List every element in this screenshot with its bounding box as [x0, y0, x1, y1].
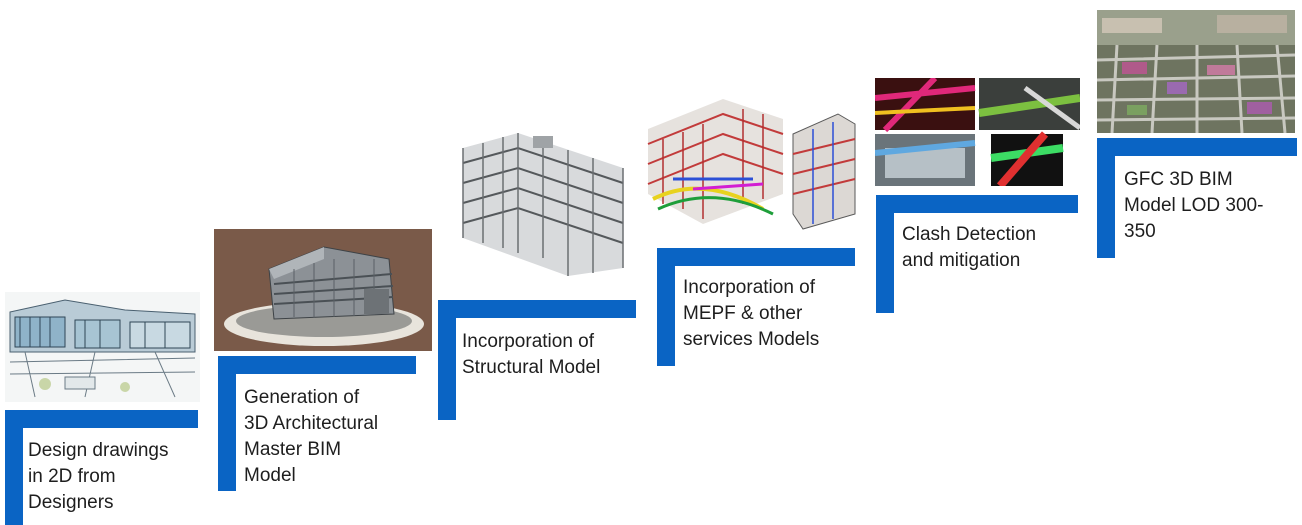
step-3-label: Incorporation of Structural Model	[462, 331, 601, 378]
step-5-bar-top	[876, 195, 1078, 213]
step-2-label: Generation of 3D Architectural Master BI…	[244, 387, 379, 486]
step-3-bar-side	[438, 300, 456, 420]
step-6-image	[1097, 10, 1295, 133]
step-4-bar-side	[657, 248, 675, 366]
step-1-image	[5, 292, 200, 402]
step-4-label: Incorporation of MEPF & other services M…	[683, 277, 820, 350]
step-6-bar-top	[1097, 138, 1297, 156]
step-4-image	[643, 84, 858, 232]
step-2-image	[214, 229, 432, 351]
step-4-bar-top	[657, 248, 855, 266]
step-6-label: GFC 3D BIM Model LOD 300- 350	[1124, 169, 1264, 242]
step-1-label: Design drawings in 2D from Designers	[28, 440, 169, 513]
step-1-bar-top	[5, 410, 198, 428]
step-1-bar-side	[5, 410, 23, 525]
step-3-bar-top	[438, 300, 636, 318]
step-2-bar-side	[218, 356, 236, 491]
step-5-label: Clash Detection and mitigation	[902, 224, 1037, 271]
step-2-bar-top	[218, 356, 416, 374]
step-3-image	[458, 128, 628, 278]
step-6-bar-side	[1097, 138, 1115, 258]
step-5-bar-side	[876, 195, 894, 313]
step-5-image	[875, 78, 1080, 186]
